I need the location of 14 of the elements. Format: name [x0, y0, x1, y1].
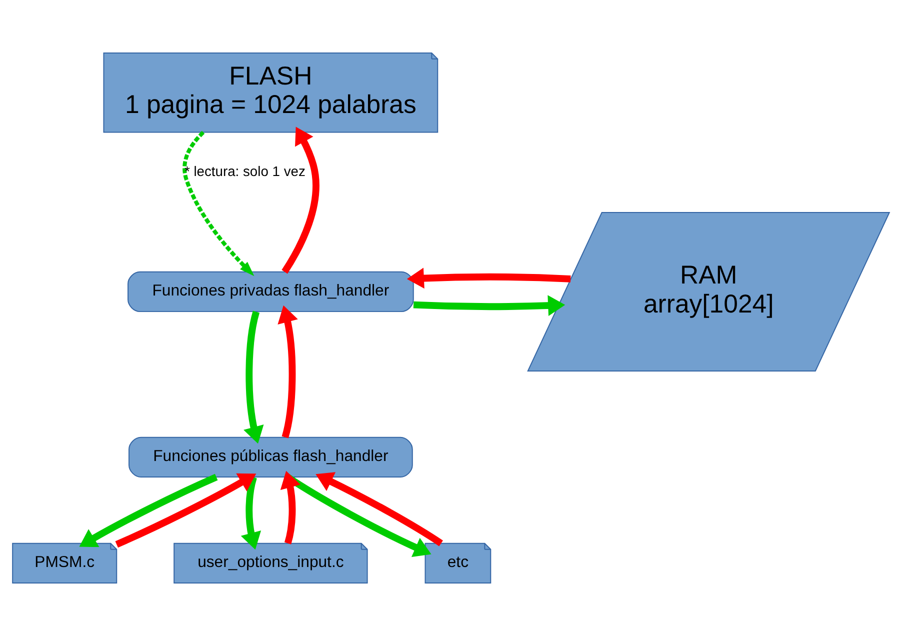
arrow: [280, 470, 301, 544]
arrow: [240, 476, 262, 550]
arrow: [413, 295, 566, 316]
node-box: Funciones privadas flash_handler: [128, 271, 414, 312]
arrow: [244, 310, 264, 444]
arrow: [282, 126, 320, 274]
arrow: [182, 130, 254, 276]
arrow: [79, 474, 218, 548]
arrow: [406, 268, 571, 289]
arrow: [278, 305, 298, 438]
edge-label: * lectura: solo 1 vez: [184, 163, 306, 180]
arrow: [115, 473, 256, 548]
arrow: [316, 472, 443, 546]
node-box: Funciones públicas flash_handler: [128, 436, 413, 478]
